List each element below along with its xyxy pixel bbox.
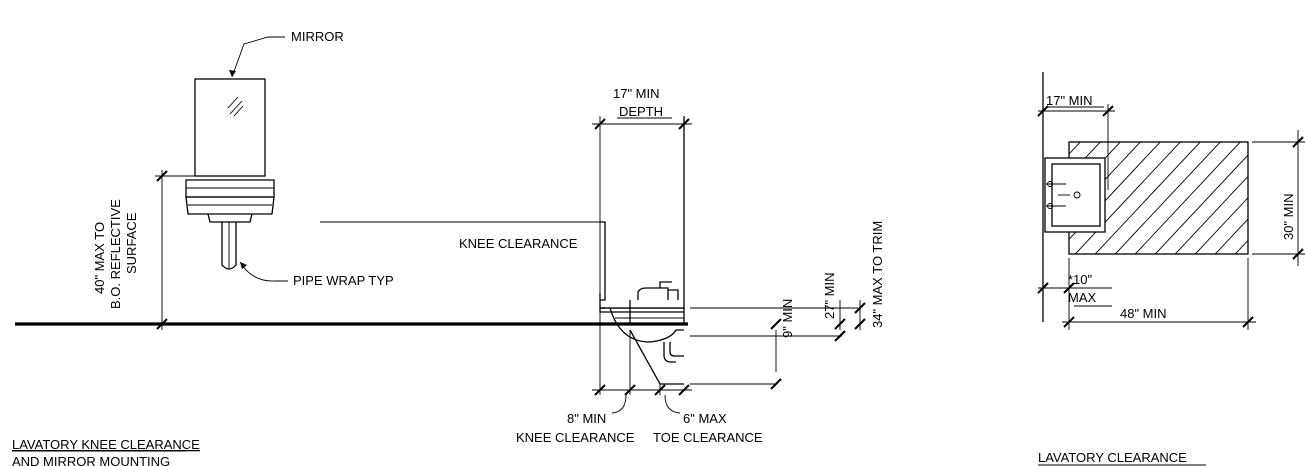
knee-clearance-label: KNEE CLEARANCE [459, 236, 578, 251]
pipe-wrap-label: PIPE WRAP TYP [293, 273, 394, 288]
depth-dimension [592, 116, 692, 395]
toe-label-1: 6" MAX [683, 411, 727, 426]
bottom-dimensions [592, 384, 692, 414]
depth-label-1: 17" MIN [613, 86, 660, 101]
lavatory-profile [599, 221, 685, 395]
plan-offset-label-1: *10" [1068, 272, 1093, 287]
lavatory-plan [1044, 157, 1106, 233]
pipe-wrap-leader [239, 261, 288, 282]
elevation-view: MIRROR PIPE WRAP TYP 40" MAX TO B.O. REF… [12, 29, 688, 466]
plan-width-label: 30" MIN [1281, 193, 1296, 240]
plan-depth-label: 17" MIN [1046, 93, 1093, 108]
depth-label-2: DEPTH [619, 104, 663, 119]
plan-width-dimension [1252, 130, 1305, 266]
mirror-height-label-1: 40" MAX TO [92, 222, 107, 294]
mirror [194, 78, 266, 177]
plan-view: 17" MIN 30" MIN *10" MAX 48" MIN LAVATOR… [1037, 72, 1305, 466]
mirror-height-label-3: SURFACE [124, 212, 139, 274]
knee-9-label: 9" MIN [780, 299, 795, 338]
toe-label-2: TOE CLEARANCE [653, 430, 763, 445]
trim-34-label: 34" MAX TO TRIM [870, 221, 885, 328]
mirror-height-label-2: B.O. REFLECTIVE [108, 199, 123, 309]
section-view: 17" MIN DEPTH KNEE C [320, 86, 885, 445]
mirror-label: MIRROR [291, 29, 344, 44]
elevation-title-2: AND MIRROR MOUNTING [12, 454, 170, 466]
knee-depth-label-2: KNEE CLEARANCE [516, 430, 635, 445]
pipe-wrap [221, 222, 237, 270]
mirror-leader [231, 36, 285, 78]
plan-offset-label-2: MAX [1068, 290, 1097, 305]
knee-depth-label-1: 8" MIN [567, 411, 606, 426]
mirror-height-dimension [155, 170, 195, 330]
knee-27-label: 27" MIN [822, 272, 837, 319]
plan-length-label: 48" MIN [1120, 306, 1167, 321]
clear-floor-space [1068, 141, 1249, 255]
vertical-dimensions [690, 300, 866, 390]
plan-bottom-dimensions [1037, 258, 1256, 330]
elevation-title-1: LAVATORY KNEE CLEARANCE [12, 437, 200, 452]
plan-depth-dimension [1037, 104, 1115, 190]
plan-title: LAVATORY CLEARANCE [1038, 450, 1187, 465]
lavatory-elevation [185, 179, 275, 223]
